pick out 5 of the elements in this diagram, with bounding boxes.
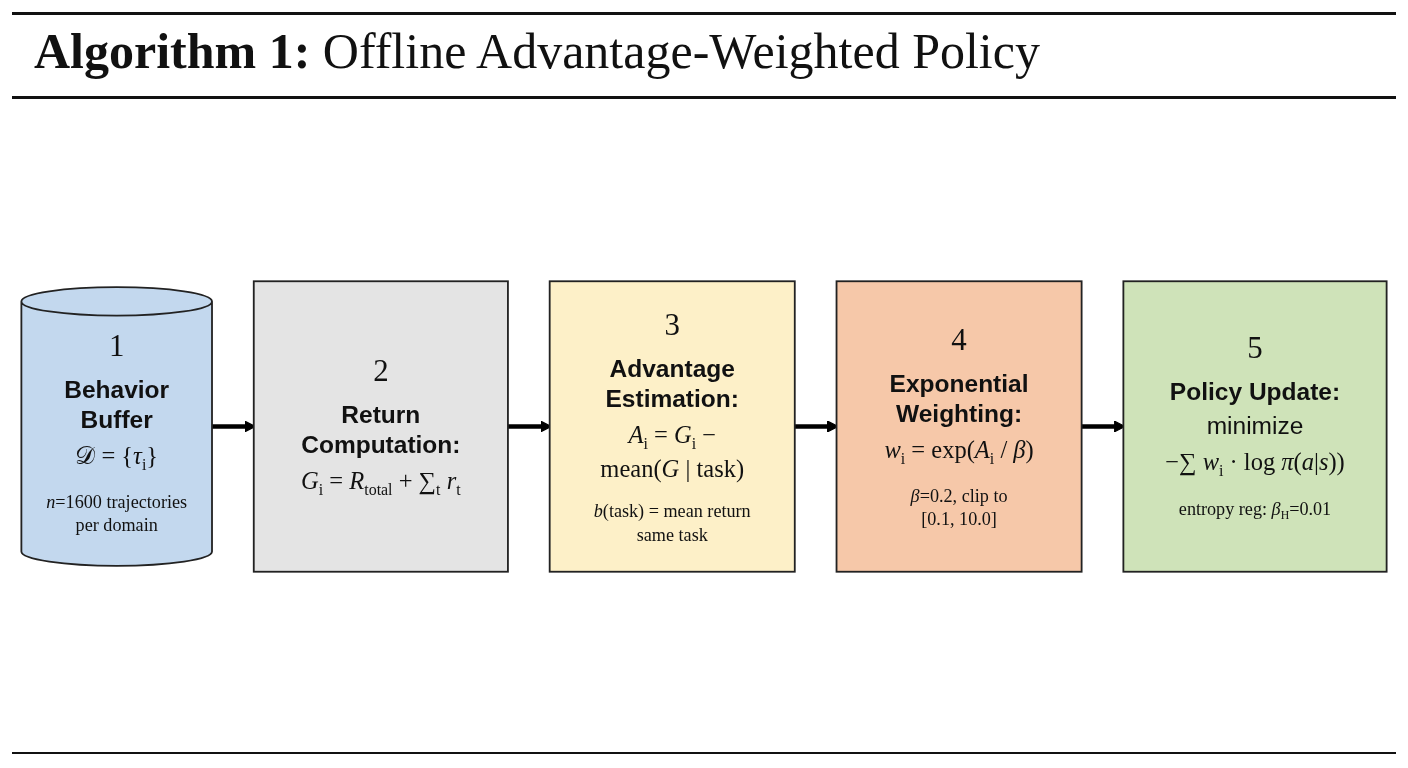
node-box: 2 Return Computation: G$_{i}$ = R$_{total}$ + ∑$_{t}$ r$_{t}$ (252, 279, 509, 573)
node-box: 5 Policy Update: minimize −∑ w$_{i}$ · log π(a|s)) entropy reg: β$_{H}$=0.01 (1122, 279, 1388, 573)
title: Algorithm 1: Offline Advantage-Weighted Policy (34, 22, 1040, 80)
node-box: 3 Advantage Estimation: A$_{i}$ = G$_{i}$ − mean(G | task) b(task) = mean return same task (548, 279, 796, 573)
node-box: 4 Exponential Weighting: w$_{i}$ = exp(A$_{i}$ / β) β=0.2, clip to [0.1, 10.0] (835, 279, 1083, 573)
